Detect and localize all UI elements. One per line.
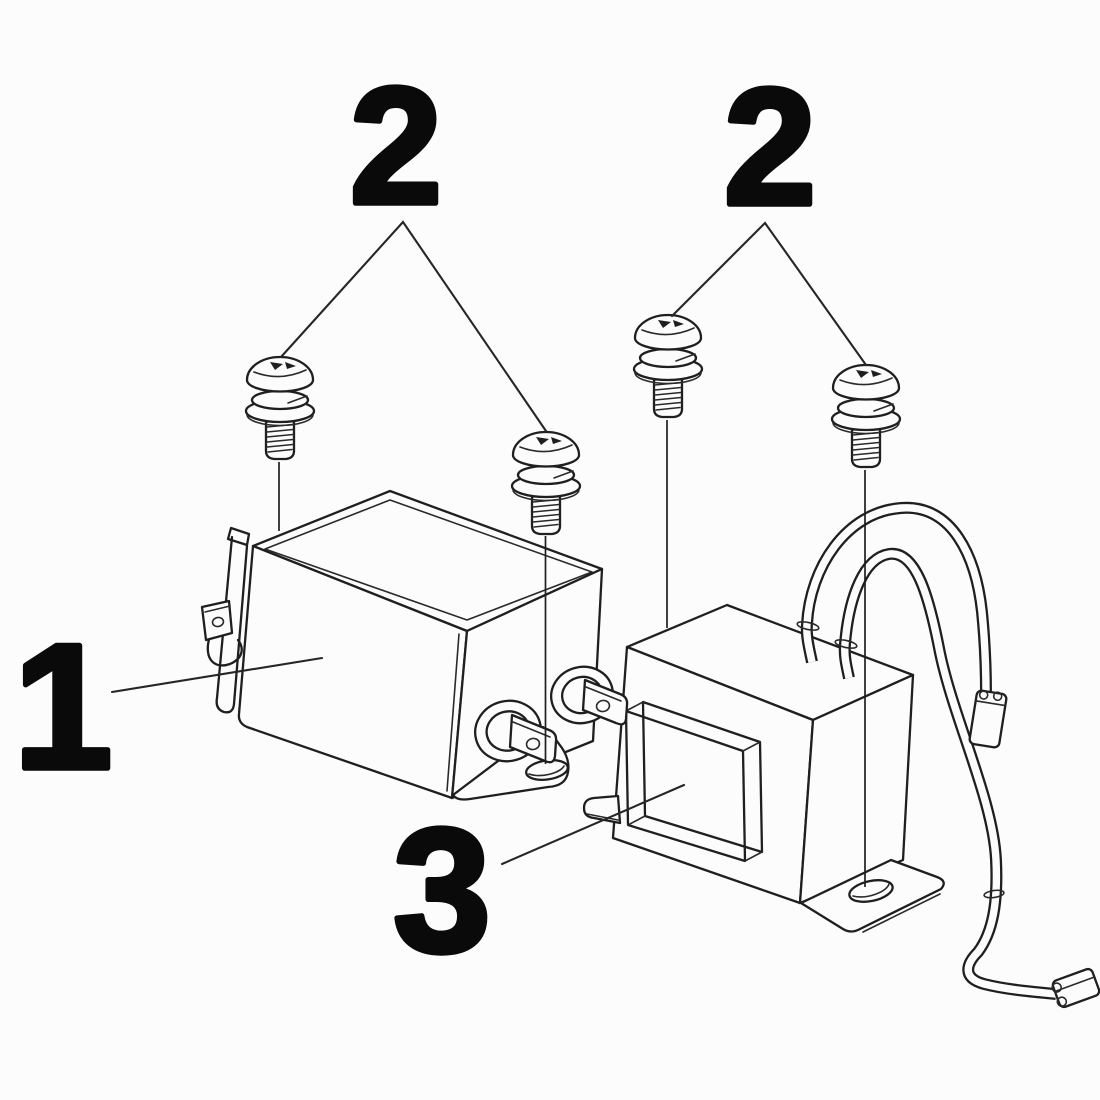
wire-end-mark: [796, 621, 820, 631]
transformer-coil: [624, 700, 764, 863]
filter-box-side-terminal: [200, 599, 243, 667]
screw-1: [244, 355, 316, 461]
leader-part-1: [110, 656, 324, 694]
leader-part-2-right: [670, 221, 868, 367]
screw-3: [632, 313, 704, 419]
transformer-wires: [796, 501, 1100, 1009]
transformer-right-flange: [799, 858, 945, 933]
leader-part-2-left: [279, 220, 548, 433]
wire-connector-2: [1051, 967, 1100, 1009]
callout-label-2-right: 2: [724, 55, 816, 240]
leader-part-3: [500, 783, 686, 866]
filter-box: [200, 489, 629, 801]
wire-end-mark: [834, 639, 858, 649]
callout-label-1: 1: [14, 607, 113, 806]
wire-2: [834, 547, 1057, 1000]
transformer-right-face: [798, 673, 915, 905]
spade-blade: [581, 678, 629, 726]
filter-box-terminal-1: [474, 699, 558, 764]
screw-4: [830, 363, 902, 469]
filter-box-side-bracket: [215, 526, 251, 714]
flange-slot-hole: [848, 879, 894, 903]
callout-label-2-left: 2: [350, 54, 442, 239]
callout-labels: 1 2 2 3: [11, 51, 819, 992]
leader-lines: [110, 220, 868, 866]
screw-2: [510, 430, 582, 536]
mounting-screws: [244, 313, 902, 887]
transformer-left-flange: [582, 794, 622, 825]
wire-1: [796, 501, 992, 695]
callout-label-3: 3: [393, 793, 491, 989]
wire-joint-mark: [983, 889, 1005, 899]
wire-connector-1: [968, 689, 1008, 749]
filter-box-terminal-2: [550, 665, 629, 726]
transformer: [582, 603, 945, 933]
filter-box-top-face-inner-edge: [264, 499, 593, 621]
filter-box-front-face: [237, 544, 469, 800]
